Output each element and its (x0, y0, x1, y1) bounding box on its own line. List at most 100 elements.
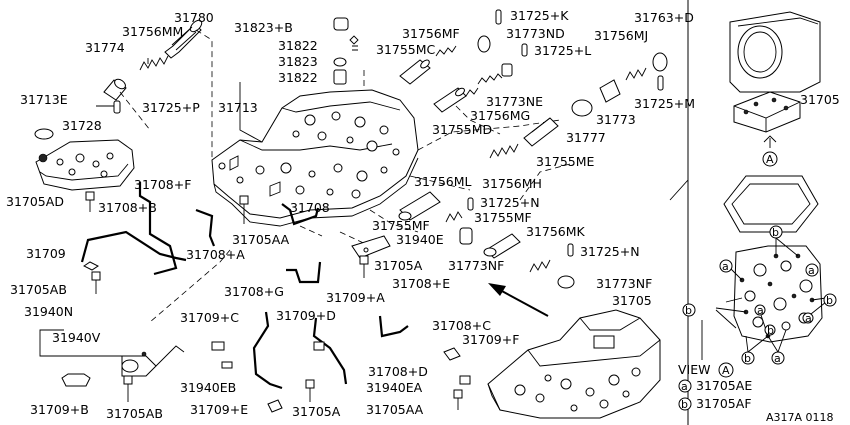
label-31705-right: 31705 (800, 92, 840, 107)
label-31940EB: 31940EB (180, 380, 236, 395)
callout-b-4 (741, 351, 755, 365)
label-31823-b: 31823+B (234, 20, 293, 35)
dashed-guides (119, 29, 571, 323)
part-31774-drawing (103, 78, 127, 101)
callout-b-1-letter: b (772, 226, 779, 239)
label-31773NF-left: 31773NF (448, 258, 504, 273)
view-marker-circle (762, 151, 778, 167)
callout-b-5 (764, 324, 776, 336)
callout-a-3-letter: a (774, 352, 781, 365)
drawings (34, 0, 827, 425)
label-31822-bottom: 31822 (278, 70, 318, 85)
label-31708-c: 31708+C (432, 318, 491, 333)
label-31822-top: 31822 (278, 38, 318, 53)
label-31708-f: 31708+F (134, 177, 191, 192)
legend-marker-b (678, 397, 692, 411)
part-31713E-drawing (34, 128, 54, 140)
label-31708: 31708 (290, 200, 330, 215)
callout-a-4 (754, 304, 766, 316)
label-31705AA-top: 31705AA (232, 232, 290, 247)
oil-filter-drawing (723, 175, 819, 233)
label-31755MF-right: 31755MF (474, 210, 532, 225)
label-31725-n-top: 31725+N (480, 195, 540, 210)
callout-b-5-letter: b (767, 324, 774, 337)
part-31728-drawing (35, 139, 135, 191)
label-31708-b: 31708+B (98, 200, 157, 215)
part-31713-drawing (211, 89, 419, 227)
legend-marker-b-letter: b (681, 398, 688, 411)
view-legend: VIEW A a 31705AE b 31705AF (678, 362, 752, 411)
label-31713E: 31713E (20, 92, 68, 107)
label-31773NF-right: 31773NF (596, 276, 652, 291)
callout-b-3 (682, 303, 696, 317)
label-31755MF-left: 31755MF (372, 218, 430, 233)
callout-b-4-letter: b (744, 352, 751, 365)
label-31777: 31777 (566, 130, 606, 145)
callout-a-3 (771, 351, 785, 365)
view-title-letter: A (722, 364, 730, 377)
callout-a-4-letter: a (757, 304, 764, 317)
mid-center-valves (351, 191, 575, 289)
view-marker-letter: A (766, 153, 774, 166)
figure-code: A317A 0118 (766, 411, 834, 424)
label-31705AD: 31705AD (6, 194, 64, 209)
callout-b-2-letter: b (826, 294, 833, 307)
label-31705A-bottom: 31705A (292, 404, 341, 419)
label-31705AA-bottom: 31705AA (366, 402, 424, 417)
oil-pan-cover-drawing (729, 11, 821, 93)
label-31756MG: 31756MG (470, 108, 530, 123)
view-title: VIEW (678, 362, 711, 377)
part-labels: 31780 31756MM 31774 31725+P 31713E 31728… (6, 8, 840, 421)
label-31709-c: 31709+C (180, 310, 239, 325)
label-31823: 31823 (278, 54, 318, 69)
view-a-markers: A a b a b b b a a a b (682, 153, 837, 365)
callout-b-2 (823, 293, 837, 307)
part-31940V-drawing (121, 345, 185, 377)
callout-a-5-letter: a (805, 312, 812, 325)
label-31705AB-bottom: 31705AB (106, 406, 163, 421)
label-31940EA: 31940EA (366, 380, 423, 395)
bolts (85, 191, 463, 410)
label-31940N: 31940N (24, 304, 73, 319)
label-31725-p: 31725+P (142, 100, 200, 115)
label-31725-n-bottom: 31725+N (580, 244, 640, 259)
label-31713: 31713 (218, 100, 258, 115)
view-a-valve-body-drawing (715, 237, 827, 353)
part-31725P-drawing (113, 100, 121, 114)
part-31756MM-drawing (139, 55, 169, 71)
label-31755MD: 31755MD (432, 122, 492, 137)
top-center-valves (333, 9, 668, 159)
label-31708-d: 31708+D (368, 364, 428, 379)
label-31756MF: 31756MF (402, 26, 460, 41)
legend-code-a: 31705AE (696, 378, 752, 393)
direction-arrow (488, 283, 549, 317)
label-31756MH: 31756MH (482, 176, 542, 191)
label-31773NE: 31773NE (486, 94, 543, 109)
callout-b-3-letter: b (685, 304, 692, 317)
label-31773ND: 31773ND (506, 26, 565, 41)
part-31780-drawing (164, 19, 203, 59)
legend-code-b: 31705AF (696, 396, 752, 411)
label-31763-d: 31763+D (634, 10, 694, 25)
label-31709-a: 31709+A (326, 290, 385, 305)
label-31709-f: 31709+F (462, 332, 519, 347)
legend-marker-a (678, 379, 692, 393)
label-31705A-mid: 31705A (374, 258, 423, 273)
label-31709-e: 31709+E (190, 402, 248, 417)
label-31755ME: 31755ME (536, 154, 595, 169)
label-31708-a: 31708+A (186, 247, 245, 262)
label-31725-l: 31725+L (534, 43, 591, 58)
label-31709-b: 31709+B (30, 402, 89, 417)
label-31708-e: 31708+E (392, 276, 450, 291)
legend-marker-a-letter: a (681, 380, 688, 393)
view-title-circle (718, 362, 734, 378)
label-31725-k: 31725+K (510, 8, 569, 23)
up-arrow-icon (763, 135, 777, 148)
label-31780: 31780 (174, 10, 214, 25)
callout-a-2 (805, 263, 819, 277)
label-31774: 31774 (85, 40, 125, 55)
label-31709: 31709 (26, 246, 66, 261)
label-31756ML: 31756ML (414, 174, 472, 189)
label-31756MM: 31756MM (122, 24, 183, 39)
